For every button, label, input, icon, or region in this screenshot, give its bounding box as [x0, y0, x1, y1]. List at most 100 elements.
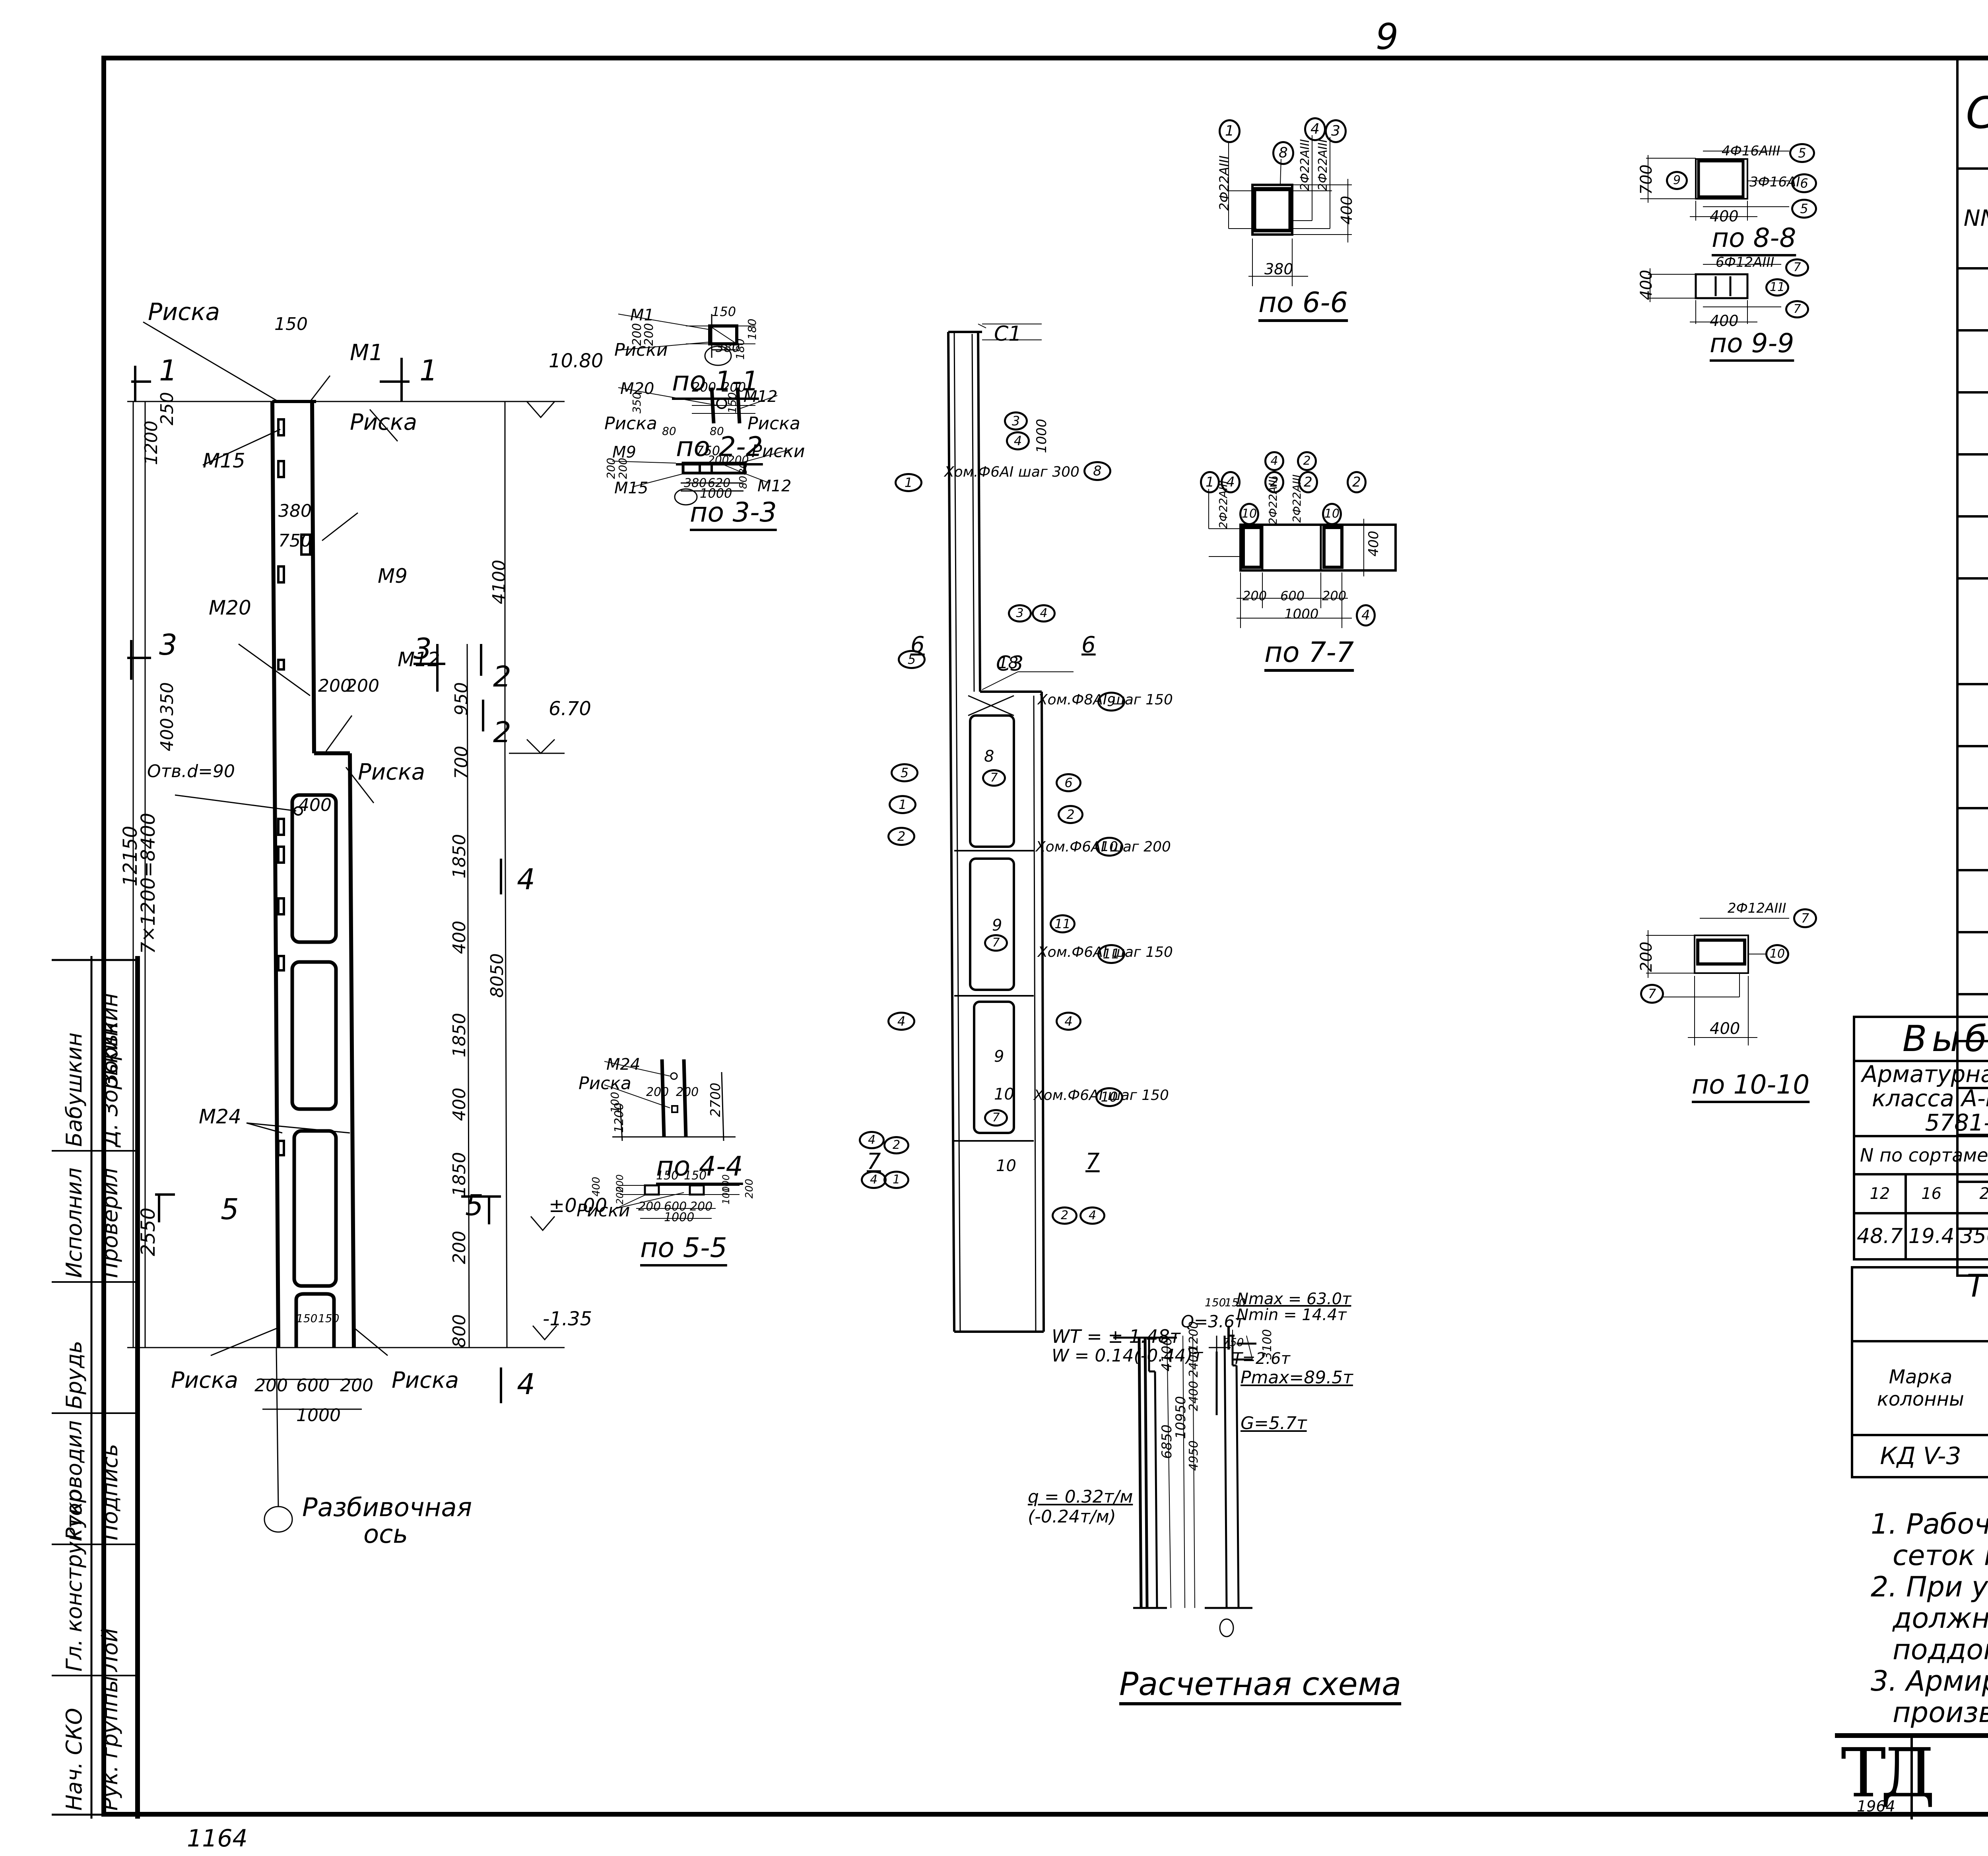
bubble-11: 11	[1097, 944, 1125, 964]
sections-4-5	[604, 1059, 740, 1219]
label-risk-top: Риска	[148, 298, 220, 326]
label-m20: М20	[209, 596, 251, 619]
section-7-7-drawing	[1208, 489, 1397, 628]
s77-bubble-2: 2	[1347, 471, 1367, 493]
calc-dim-4100: 4100	[1159, 1337, 1175, 1371]
s33-label-m15: М15	[614, 479, 648, 497]
spec-cell-pos: 4	[1956, 453, 1988, 518]
tie-label: Хом.Ф6АI шаг 300	[944, 465, 1079, 479]
calc-dim-4950: 4950	[1187, 1440, 1201, 1471]
s22-label-risk-right: Риска	[747, 413, 800, 434]
steel-col-a3: 22	[1956, 1173, 1988, 1214]
logo: ТД 1964	[1835, 1734, 1936, 1819]
s1010-bubble-7: 7	[1640, 984, 1664, 1004]
section-mark-3-right: 3	[414, 632, 432, 665]
rebar-specification-table: Спецификация арматура. NN поз. Эскиз Ф и…	[1956, 56, 1988, 1277]
dim-200: 200	[346, 676, 379, 696]
bubble-left: 1	[895, 473, 922, 492]
s11-label-risk: Риски	[614, 340, 668, 360]
s77-dim-600: 600	[1280, 588, 1305, 603]
s33-dim-750: 750	[696, 443, 720, 458]
s77-bubble-1: 1	[1200, 471, 1220, 493]
bubble-left: 5	[898, 650, 926, 669]
s77-bubble-4: 4	[1264, 451, 1284, 471]
s77-bubble-10: 10	[1322, 503, 1342, 525]
calc-scheme-diagram	[1113, 1326, 1256, 1637]
s99-bar-top: 6Ф12АIII	[1716, 254, 1774, 270]
bubble-7: 7	[982, 769, 1006, 787]
bubble-left: 2	[887, 827, 915, 846]
calc-dim-150: 150	[1205, 1296, 1226, 1309]
notes-title: Примечания	[1869, 1443, 1988, 1481]
section-mark-6-right: 6	[1081, 632, 1096, 658]
steel-sub-a3: N по сортаменту	[1852, 1135, 1988, 1175]
s55-dim-150: 150	[656, 1169, 679, 1183]
calc-q: q = 0.32т/м	[1028, 1487, 1133, 1507]
bubble-left: 4	[859, 1131, 885, 1149]
s22-label-m12: М12	[744, 388, 778, 406]
dim-150: 150	[296, 1312, 318, 1325]
bubble-left: 4	[887, 1012, 915, 1031]
label-axis: Разбивочная ось	[302, 1493, 472, 1550]
s66-bubble-1: 1	[1219, 119, 1241, 143]
calc-q2: (-0.24т/м)	[1028, 1507, 1116, 1527]
bubble-right: 4	[1056, 1012, 1081, 1031]
section-mark-2-bottom: 2	[493, 716, 511, 749]
logo-year: 1964	[1857, 1798, 1895, 1815]
calc-dim-6850: 6850	[1159, 1424, 1175, 1459]
steel-sampling-table: Выборка стали на колонну (кг) Арматурная…	[1852, 1016, 1988, 1261]
rebar-inner-label: 18	[998, 654, 1018, 672]
logo-mark: ТД	[1841, 1734, 1936, 1813]
s77-dim-200: 200	[1322, 588, 1347, 603]
s1010-bar-top: 2Ф12АIII	[1728, 900, 1786, 916]
bubble-left: 1	[883, 1171, 909, 1189]
spec-row: 4380022AIII38001038.0113.2	[1956, 453, 1988, 518]
s44-dim-200: 200	[676, 1085, 699, 1099]
spec-cell-pos: 7	[1956, 683, 1988, 747]
bubble-right: 2	[1058, 805, 1083, 824]
calc-dim-3100: 3100	[1260, 1329, 1274, 1360]
rebar-label-c3: С3	[996, 652, 1024, 676]
spec-cell-pos: 10	[1956, 869, 1988, 933]
dim-base-200: 200	[340, 1375, 373, 1396]
label-hole: Отв.d=90	[147, 761, 235, 782]
calc-w: W = 0.14(-0.44)т	[1052, 1346, 1203, 1366]
caption-section-9-9: по 9-9	[1710, 328, 1794, 359]
bubble-right: 6	[1056, 773, 1081, 792]
s77-bubble-10: 10	[1239, 503, 1259, 525]
section-mark-5-right: 5	[465, 1189, 483, 1222]
s77-bubble-4: 4	[1221, 471, 1241, 493]
bubble-left: 1	[889, 795, 916, 814]
bubble-right: 2	[1052, 1206, 1077, 1225]
label-m24: М24	[199, 1105, 241, 1128]
s77-bubble-4: 4	[1356, 604, 1376, 626]
calc-nmax: Nmax = 63.0т	[1237, 1290, 1351, 1308]
dim-base-600: 600	[296, 1375, 330, 1396]
bubble-right: 3	[1004, 411, 1028, 431]
s33-label-risk: Риски	[751, 441, 805, 462]
section-mark-7-right: 7	[1085, 1149, 1100, 1175]
calc-dim-750: 750	[1223, 1336, 1244, 1349]
s22-dim-200: 200	[722, 380, 746, 395]
dim-750: 750	[278, 531, 312, 551]
approval-stamp: Нач. СКО Гл. конструктор Рук. группы Рук…	[52, 956, 140, 1819]
s33-dim-200: 200	[708, 453, 729, 466]
section-mark-1-left: 1	[159, 354, 177, 387]
section-mark-5-left: 5	[221, 1193, 239, 1226]
label-risk-br: Риска	[392, 1367, 459, 1393]
s99-dim-400: 400	[1710, 312, 1739, 330]
level-minus-1-35: -1.35	[543, 1308, 592, 1330]
label-m9: М9	[378, 564, 408, 588]
s66-bubble-3: 3	[1325, 119, 1347, 143]
spec-header: NN поз.	[1956, 167, 1988, 270]
bubble-7: 7	[984, 1109, 1008, 1127]
s88-bar-top: 4Ф16АIII	[1722, 143, 1780, 159]
caption-section-10-10: по 10-10	[1692, 1069, 1810, 1100]
s66-dim-380: 380	[1264, 260, 1293, 278]
label-m12: М12	[398, 648, 440, 671]
rebar-inner-label: 9	[992, 916, 1002, 935]
calc-dim-2400: 2400	[1187, 1381, 1201, 1411]
steel-col-a3: 16	[1904, 1173, 1959, 1214]
s1010-bubble-10: 10	[1765, 944, 1789, 964]
title-block: ТД 1964 Колонна КД V-3 КЭ-01-52 Выпуск V…	[1835, 1733, 1988, 1823]
